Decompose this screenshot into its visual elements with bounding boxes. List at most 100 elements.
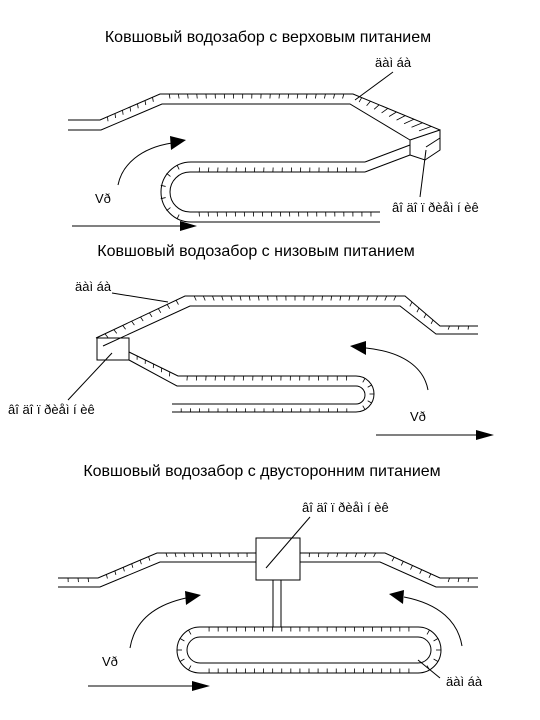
hatch-tick <box>179 638 185 642</box>
hatch-tick <box>345 552 348 558</box>
hatch-tick <box>366 100 371 106</box>
flow-arrow-right-two-sided <box>389 590 463 647</box>
hatch-tick <box>148 556 151 561</box>
hatch-tick <box>411 122 423 128</box>
hatch-tick <box>419 569 423 574</box>
hatch-tick <box>267 295 269 301</box>
hatch-tick <box>366 295 369 301</box>
hatch-tick <box>348 295 351 301</box>
hatch-tick <box>375 295 378 301</box>
hatch-tick <box>388 111 397 117</box>
hatch-tick <box>131 320 135 326</box>
flow-arrow-left-two-sided <box>129 591 201 649</box>
diagram-upper-feed: Ковшовый водозабор с верховым питанием ä… <box>68 29 479 231</box>
hatch-tick <box>230 295 233 301</box>
river-flow-arrow-lower <box>376 430 494 440</box>
hatch-tick <box>210 552 213 558</box>
hatch-tick <box>324 93 326 99</box>
hatch-tick <box>176 164 180 170</box>
hatch-tick <box>137 103 139 109</box>
hatch-tick <box>221 295 224 301</box>
dam-wall-two-sided <box>58 552 478 588</box>
hatch-tick <box>174 552 177 558</box>
hatch-tick <box>321 295 323 301</box>
channel-loop-lower <box>128 351 375 413</box>
hatch-tick <box>418 126 432 132</box>
diagram-lower-feed: Ковшовый водозабор с низовым питанием äà… <box>8 243 494 440</box>
hatch-tick <box>314 93 317 99</box>
label-intake-two-sided: âî äî ï ðèåì í èê <box>302 500 389 515</box>
hatch-tick <box>248 295 251 301</box>
hatch-tick <box>168 93 171 99</box>
label-dam-lower: äàì áà <box>75 279 112 294</box>
hatch-tick <box>179 658 185 662</box>
hatch-tick <box>287 93 290 99</box>
hatch-tick <box>457 325 460 330</box>
label-dam-two-sided: äàì áà <box>446 674 483 689</box>
hatch-tick <box>177 93 180 99</box>
hatch-tick <box>114 113 116 119</box>
hatch-tick <box>296 93 299 99</box>
hatch-tick <box>357 295 360 301</box>
river-flow-arrow-two-sided <box>88 681 210 691</box>
label-intake-lower: âî äî ï ðèåì í èê <box>8 402 95 417</box>
title-two-sided-feed: Ковшовый водозабор с двусторонним питани… <box>83 463 440 480</box>
hatch-tick <box>317 552 320 558</box>
hatch-tick <box>104 333 109 338</box>
label-flow-lower: Vð <box>410 409 426 424</box>
hatch-tick <box>433 638 439 642</box>
hatch-tick <box>166 304 170 309</box>
hatch-tick <box>192 552 195 558</box>
hatch-tick <box>457 577 460 583</box>
hatch-tick <box>396 115 406 121</box>
hatch-tick <box>166 172 171 177</box>
hatch-tick <box>400 561 404 566</box>
channel-loop-two-sided <box>176 626 442 674</box>
hatch-tick <box>423 313 427 319</box>
label-dam-upper: äàì áà <box>375 55 412 70</box>
river-flow-arrow-upper <box>72 221 197 231</box>
hatch-tick <box>202 295 206 301</box>
flow-arrow-lower <box>350 341 429 391</box>
label-flow-upper: Vð <box>95 191 111 206</box>
hatch-tick <box>144 100 147 106</box>
hatch-tick <box>354 552 358 558</box>
hatch-tick <box>152 97 154 102</box>
hatch-tick <box>381 108 389 114</box>
hatch-tick <box>176 214 180 220</box>
hatch-tick <box>339 295 342 301</box>
intake-structure-lower <box>96 337 130 361</box>
hatch-tick <box>187 93 189 99</box>
hatch-tick <box>140 316 144 322</box>
dam-wall-upper <box>68 93 441 173</box>
hatch-tick <box>409 301 413 307</box>
hatch-tick <box>122 325 126 330</box>
hatch-tick <box>362 405 366 410</box>
channel-loop-upper <box>160 161 380 223</box>
hatch-tick <box>131 563 134 568</box>
hatch-tick <box>363 552 367 558</box>
hatch-tick <box>433 658 439 662</box>
hatch-tick <box>157 308 162 314</box>
intake-structure-two-sided <box>255 537 301 627</box>
intake-structure-upper <box>409 129 441 161</box>
hatch-tick <box>333 93 336 99</box>
hatch-tick <box>212 295 215 301</box>
hatch-tick <box>416 307 420 313</box>
hatch-tick <box>188 629 192 635</box>
hatch-tick <box>391 556 395 562</box>
hatch-tick <box>175 300 179 305</box>
hatch-tick <box>367 384 372 388</box>
hatch-tick <box>342 93 345 99</box>
hatch-tick <box>403 118 415 125</box>
hatch-tick <box>107 116 109 122</box>
hatch-tick <box>373 552 376 558</box>
hatch-tick <box>193 295 197 301</box>
label-flow-two-sided: Vð <box>102 654 118 669</box>
hatch-tick <box>447 325 450 330</box>
hatch-tick <box>336 552 339 558</box>
hatch-tick <box>166 207 171 212</box>
label-intake-upper: âî äî ï ðèåì í èê <box>392 200 479 215</box>
hatch-tick <box>114 570 117 576</box>
